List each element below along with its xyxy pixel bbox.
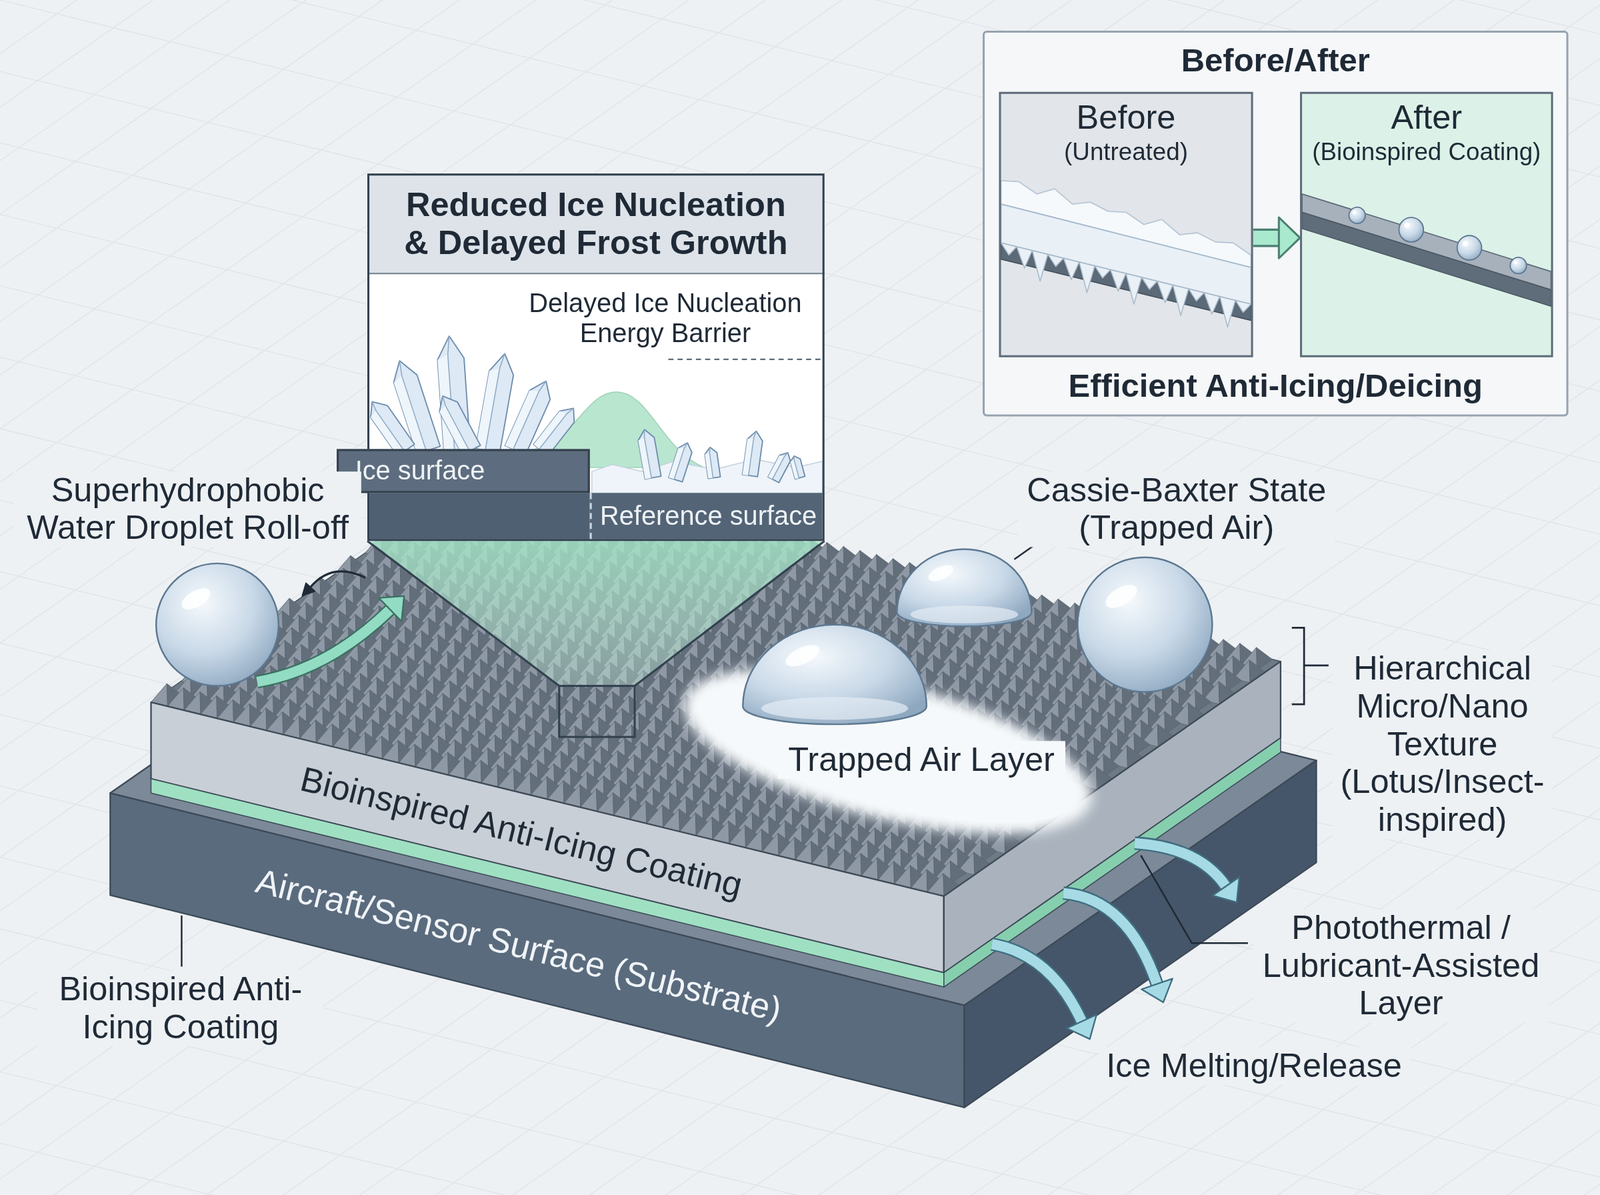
grid-line	[0, 1142, 1600, 1195]
grid-line	[895, 0, 1600, 1195]
texture-facet	[1256, 647, 1273, 670]
texture-facet	[1103, 754, 1120, 777]
grid-line	[0, 0, 1072, 1195]
grid-line	[359, 0, 1600, 1195]
texture-facet	[1134, 732, 1150, 756]
texture-facet	[1164, 711, 1181, 734]
texture-facet	[1195, 690, 1212, 713]
grid-line	[0, 1071, 1600, 1195]
texture-facet	[1226, 668, 1242, 692]
grid-line	[0, 0, 1454, 1195]
grid-line	[0, 0, 1378, 1195]
grid-line	[1584, 0, 1600, 1195]
grid-line	[0, 0, 1302, 1195]
grid-line	[0, 0, 995, 1195]
grid-line	[0, 0, 383, 1195]
